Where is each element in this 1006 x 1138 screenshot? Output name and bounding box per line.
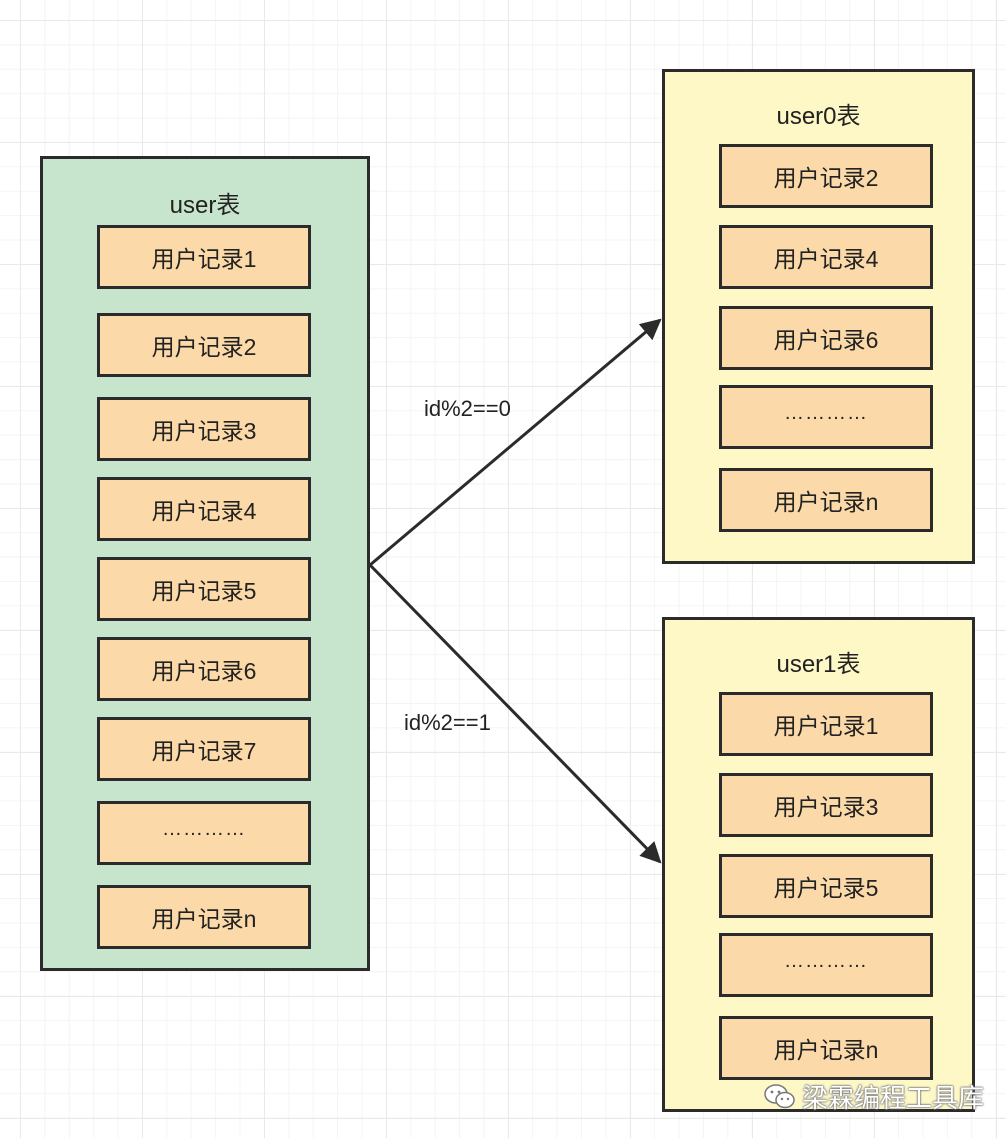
user1-table-title: user1表 [776,651,861,678]
watermark-text: 梁霖编程工具库 [802,1084,985,1114]
user-table: user表 用户记录1 用户记录2 用户记录3 用户记录4 用户记录5 用户记录… [40,156,370,971]
user0-record: 用户记录6 [719,306,933,370]
user1-record-ellipsis: ………… [719,933,933,997]
user0-record: 用户记录2 [719,144,933,208]
user-record-ellipsis: ………… [97,801,311,865]
user0-record: 用户记录4 [719,225,933,289]
user1-record: 用户记录3 [719,773,933,837]
user-record: 用户记录3 [97,397,311,461]
user-record: 用户记录4 [97,477,311,541]
user-record: 用户记录6 [97,637,311,701]
user0-table-title: user0表 [776,103,861,130]
user0-record-ellipsis: ………… [719,385,933,449]
lower-arrow-label: id%2==1 [404,710,491,735]
user-record: 用户记录5 [97,557,311,621]
upper-arrow-label: id%2==0 [424,396,511,421]
user0-table: user0表 用户记录2 用户记录4 用户记录6 ………… 用户记录n [662,69,975,564]
watermark: 梁霖编程工具库 [764,1078,984,1115]
user-record: 用户记录2 [97,313,311,377]
user-record: 用户记录n [97,885,311,949]
user-record: 用户记录1 [97,225,311,289]
user0-record: 用户记录n [719,468,933,532]
arrow-to-user0 [369,318,662,567]
user-record: 用户记录7 [97,717,311,781]
user1-table: user1表 用户记录1 用户记录3 用户记录5 ………… 用户记录n [662,617,975,1112]
user-table-title: user表 [169,192,241,219]
user1-record: 用户记录n [719,1016,933,1080]
wechat-icon [764,1083,795,1108]
arrow-to-user1 [368,563,662,864]
user1-record: 用户记录5 [719,854,933,918]
user1-record: 用户记录1 [719,692,933,756]
